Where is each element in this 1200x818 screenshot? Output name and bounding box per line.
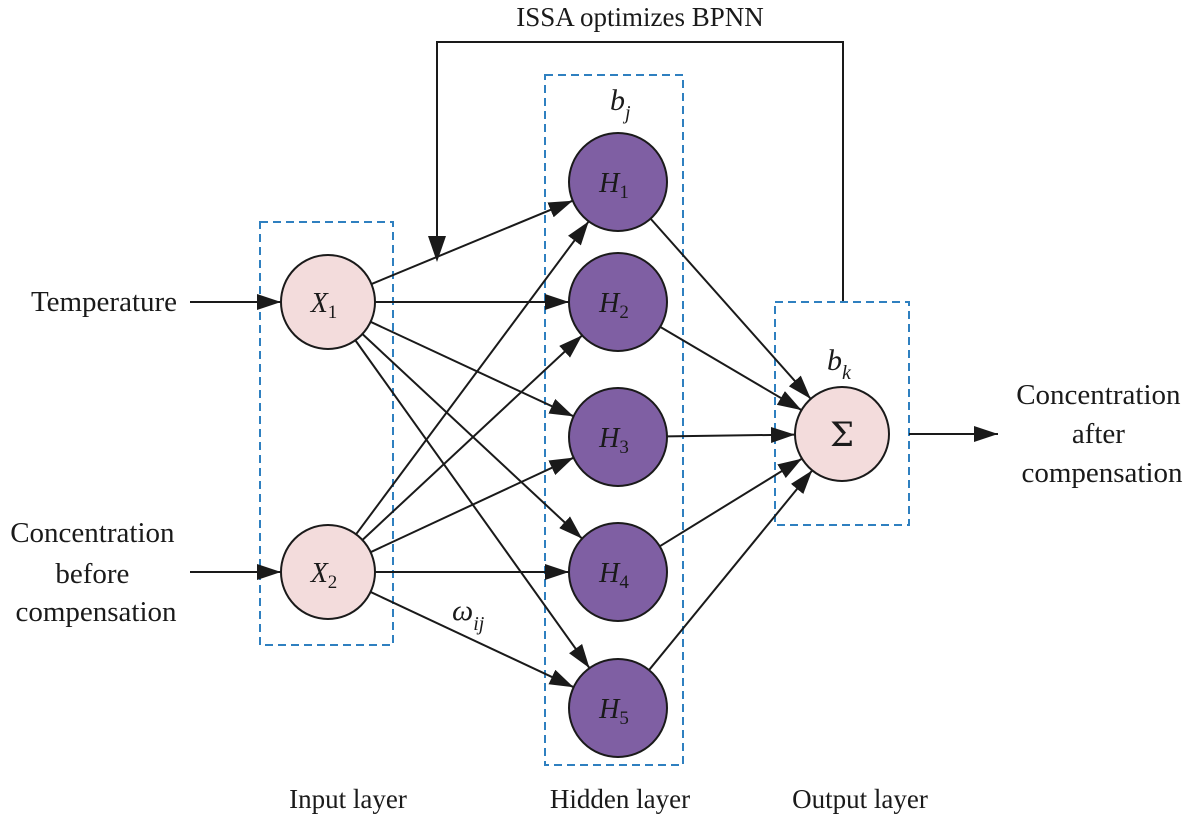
hidden-node-h4-circle	[568, 522, 668, 622]
output-layer-label: Output layer	[792, 784, 928, 814]
connection-h5-output	[648, 469, 814, 671]
hidden-node-h4-sub: 4	[619, 572, 629, 593]
hidden-node-h1: H1	[568, 132, 668, 232]
hidden-node-h5-sub: 5	[619, 708, 629, 729]
input-label-temperature: Temperature	[31, 286, 177, 318]
hidden-node-h3-var: H	[598, 423, 621, 454]
input-label-temperature-line: Temperature	[31, 286, 177, 318]
input-arrows	[190, 294, 281, 580]
hidden-bias-label: bj	[610, 84, 631, 124]
hidden-layer-box	[544, 74, 684, 766]
hidden-node-h1-sub: 1	[619, 182, 629, 203]
hidden-node-h5-label: H5	[598, 694, 629, 729]
input-hidden-connections	[354, 199, 591, 689]
hidden-node-h1-circle	[568, 132, 668, 232]
connection-h2-output	[659, 326, 803, 411]
hidden-node-h4: H4	[568, 522, 668, 622]
output-label-line-2: after	[1072, 418, 1125, 450]
hidden-node-h5: H5	[568, 658, 668, 758]
hidden-bias-sub: j	[622, 102, 631, 124]
input-node-x1-label: X1	[310, 288, 338, 323]
hidden-node-h4-label: H4	[598, 558, 629, 593]
output-bias-sub: k	[842, 362, 852, 384]
hidden-node-h2-circle	[568, 252, 668, 352]
output-node	[794, 386, 890, 482]
hidden-node-h2-label: H2	[598, 288, 629, 323]
connection-h4-output	[659, 457, 803, 548]
input-layer-box	[259, 221, 394, 646]
input-node-x2-label: X2	[310, 558, 338, 593]
output-bias-label: bk	[827, 344, 852, 384]
hidden-node-h1-label: H1	[598, 168, 629, 203]
output-label-line-1: Concentration	[1016, 379, 1181, 411]
connection-x2-h2	[361, 334, 583, 541]
hidden-node-h3-label: H3	[598, 423, 629, 458]
weight-label: ωij	[452, 594, 485, 635]
hidden-node-h2: H2	[568, 252, 668, 352]
hidden-node-h2-sub: 2	[619, 302, 629, 323]
input-node-x2-circle	[280, 524, 376, 620]
input-node-x2: X2	[280, 524, 376, 620]
output-label-concentration: Concentration after compensation	[1016, 379, 1188, 489]
hidden-node-h5-circle	[568, 658, 668, 758]
connection-x1-h1	[371, 199, 574, 285]
output-label-line-3: compensation	[1021, 457, 1183, 489]
hidden-node-h2-var: H	[598, 288, 621, 319]
output-bias-var: b	[827, 344, 842, 377]
input-label-concentration-line-1: Concentration	[10, 517, 175, 549]
hidden-node-h3-circle	[568, 387, 668, 487]
feedback-arrowhead	[428, 236, 446, 262]
hidden-node-h5-var: H	[598, 694, 621, 725]
hidden-output-connections	[648, 217, 814, 671]
hidden-node-h4-var: H	[598, 558, 621, 589]
connection-h3-output	[666, 426, 796, 443]
input-node-x2-sub: 2	[328, 572, 338, 593]
input-label-concentration: Concentration before compensation	[10, 517, 182, 628]
output-layer-box	[774, 301, 910, 526]
connection-x1-h3	[370, 320, 574, 418]
input-node-x1: X1	[280, 254, 376, 350]
hidden-node-h3-sub: 3	[619, 437, 629, 458]
input-node-x2-var: X	[310, 558, 329, 589]
input-label-concentration-line-3: compensation	[15, 596, 177, 628]
weight-var: ω	[452, 594, 473, 627]
feedback-label: ISSA optimizes BPNN	[516, 2, 764, 32]
connection-h1-output	[649, 217, 812, 400]
connection-x2-h1	[355, 220, 590, 535]
input-layer-label: Input layer	[289, 784, 407, 814]
sum-symbol: Σ	[830, 415, 854, 455]
input-node-x1-var: X	[310, 288, 329, 319]
input-label-concentration-line-2: before	[55, 558, 129, 590]
weight-sub: ij	[473, 613, 485, 635]
input-node-x1-circle	[280, 254, 376, 350]
connection-x2-h3	[370, 456, 574, 554]
connection-x2-h5	[370, 591, 575, 689]
hidden-node-h1-var: H	[598, 168, 621, 199]
hidden-node-h3: H3	[568, 387, 668, 487]
input-node-x1-sub: 1	[328, 302, 338, 323]
feedback-loop-line	[436, 41, 844, 302]
hidden-bias-var: b	[610, 84, 625, 117]
hidden-layer-label: Hidden layer	[550, 784, 690, 814]
